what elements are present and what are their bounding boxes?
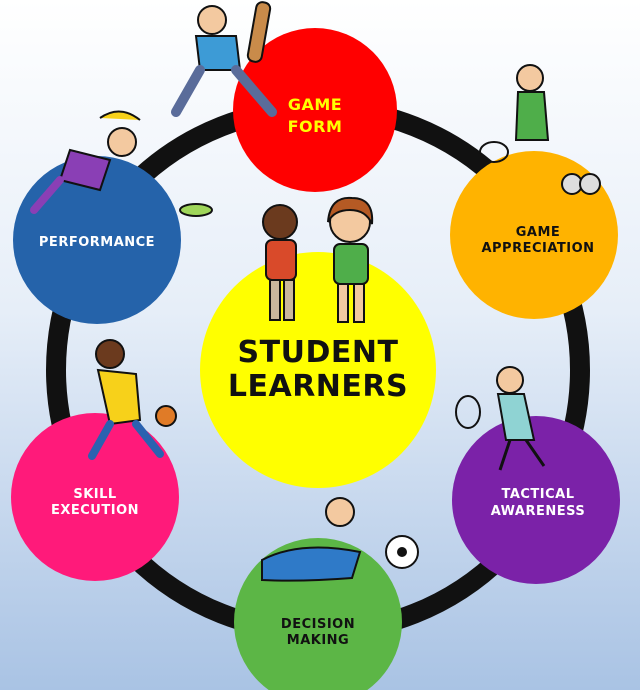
students-illustration <box>262 196 374 323</box>
node-skill-execution: SKILL EXECUTION <box>11 413 179 581</box>
node-label-line1: PERFORMANCE <box>39 235 155 250</box>
node-label-line1: DECISION <box>281 617 355 632</box>
batter-figure-illustration <box>171 1 277 117</box>
node-label-line1: GAME <box>516 225 561 240</box>
node-circle <box>13 156 181 324</box>
node-label-line2: FORM <box>288 117 343 136</box>
node-performance: PERFORMANCE <box>13 156 181 324</box>
frisbee-player-figure-illustration <box>30 110 213 217</box>
node-tactical-awareness: TACTICAL AWARENESS <box>452 416 620 584</box>
node-label-line1: SKILL <box>73 487 116 502</box>
node-label-line2: MAKING <box>287 633 349 648</box>
node-label-line1: TACTICAL <box>501 487 574 502</box>
node-label-line2: EXECUTION <box>51 503 139 518</box>
center-node: STUDENT LEARNERS <box>200 252 436 488</box>
center-label-line1: STUDENT <box>238 335 399 370</box>
center-label-line2: LEARNERS <box>228 369 408 404</box>
soccer-player-figure-illustration <box>261 497 419 582</box>
node-label-line2: AWARENESS <box>491 504 586 519</box>
node-game-form: GAME FORM <box>233 28 397 192</box>
node-label-line1: GAME <box>288 95 342 114</box>
node-label-line2: APPRECIATION <box>481 241 594 256</box>
tennis-player-figure-illustration <box>479 64 601 195</box>
node-circle <box>11 413 179 581</box>
racquet-player-figure-illustration <box>455 366 546 471</box>
basketball-player-figure-illustration <box>88 339 177 460</box>
node-circle <box>233 28 397 192</box>
node-circle <box>452 416 620 584</box>
center-circle <box>200 252 436 488</box>
